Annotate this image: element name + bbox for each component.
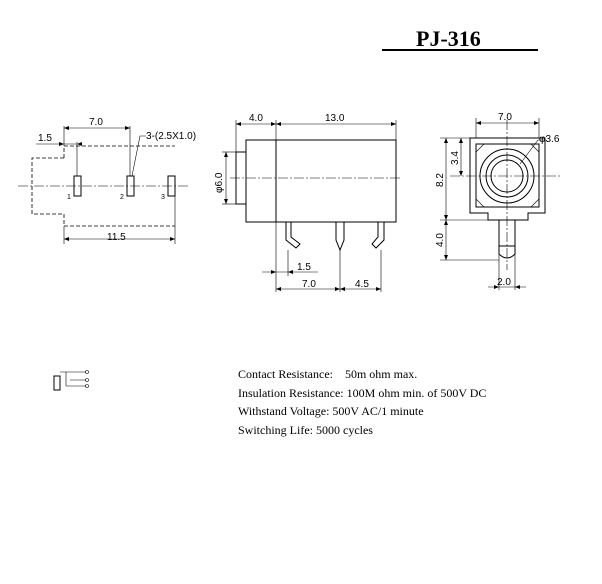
- front-stem: [498, 220, 516, 247]
- dim-top-11-5: 11.5: [107, 232, 126, 243]
- side-pin-2: [335, 222, 345, 252]
- dim-side-4-0: 4.0: [249, 113, 263, 124]
- dim-top-7-0: 7.0: [89, 117, 103, 128]
- pin-label-3: 3: [161, 194, 165, 201]
- pad-1: [73, 175, 82, 197]
- front-face: [475, 143, 540, 208]
- pad-2: [126, 175, 135, 197]
- dim-front-dia-3-6: φ3.6: [539, 134, 560, 145]
- side-body: [275, 139, 397, 223]
- side-front-block: [245, 139, 277, 223]
- spec-insulation-resistance: Insulation Resistance: 100M ohm min. of …: [238, 385, 487, 400]
- spec-list: Contact Resistance: 50m ohm max. Insulat…: [238, 365, 486, 440]
- side-pin-3: [371, 222, 385, 249]
- dim-front-4-0: 4.0: [435, 233, 446, 247]
- dim-side-dia-6-0: φ6.0: [214, 172, 225, 193]
- pad-3: [167, 175, 176, 197]
- jack-sleeve-symbol: [53, 375, 61, 391]
- side-view: 4.0 13.0 φ6.0 1.5 7.0 4.5: [214, 113, 402, 292]
- top-view: 1 2 3 7.0 1.5 3-(2.5X1.0) 11.5: [18, 117, 196, 244]
- dim-side-1-5: 1.5: [297, 262, 311, 273]
- part-title: PJ-316: [416, 26, 481, 51]
- dim-front-7-0: 7.0: [498, 112, 512, 123]
- pin-label-2: 2: [120, 194, 124, 201]
- dim-side-13-0: 13.0: [325, 113, 345, 124]
- dim-front-2-0: 2.0: [497, 277, 511, 288]
- dim-front-8-2: 8.2: [435, 173, 446, 187]
- pin-label-1: 1: [67, 194, 71, 201]
- dim-side-7-0: 7.0: [302, 279, 316, 290]
- dim-front-3-4: 3.4: [450, 151, 461, 165]
- pad-size-callout: 3-(2.5X1.0): [146, 131, 196, 142]
- dim-side-4-5: 4.5: [355, 279, 369, 290]
- spec-contact-resistance: Contact Resistance: 50m ohm max.: [238, 367, 418, 381]
- spec-withstand-voltage: Withstand Voltage: 500V AC/1 minute: [238, 404, 424, 419]
- dim-top-1-5: 1.5: [38, 133, 52, 144]
- front-view: 7.0 φ3.6 3.4 8.2 4.0 2.0: [435, 112, 562, 290]
- title-underline: [382, 49, 538, 51]
- spec-switching-life: Switching Life: 5000 cycles: [238, 423, 373, 438]
- schematic-symbol: [53, 370, 89, 391]
- front-body: [469, 137, 546, 221]
- side-pin-1: [285, 222, 301, 249]
